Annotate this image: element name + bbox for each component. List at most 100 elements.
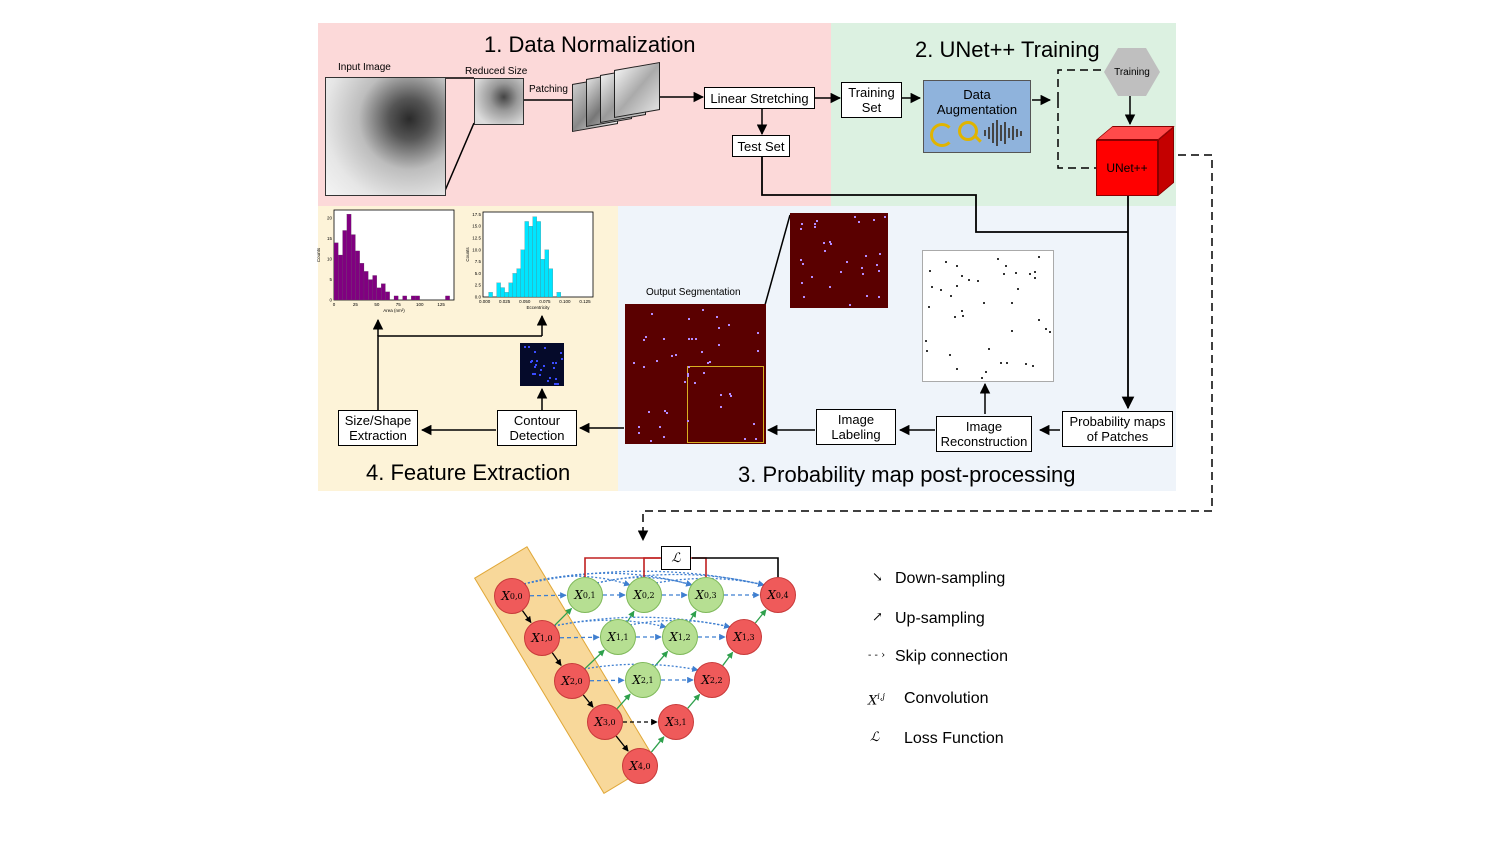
- deep-supervision-line: [692, 557, 779, 577]
- output-segmentation-image: [625, 304, 766, 444]
- segmentation-zoom-image: [790, 213, 888, 308]
- hist-xtick: 0: [333, 302, 336, 307]
- hist-bar: [402, 295, 407, 301]
- texture-dot: [988, 348, 991, 351]
- texture-dot: [650, 440, 653, 443]
- hist-ytick: 5: [329, 277, 332, 282]
- texture-dot: [956, 284, 959, 287]
- reconstructed-image: [922, 250, 1054, 382]
- unet-edge: [754, 609, 767, 624]
- texture-dot: [642, 339, 645, 342]
- texture-dot: [720, 406, 723, 409]
- texture-dot: [539, 369, 542, 372]
- image-reconstruction-box: Image Reconstruction: [936, 416, 1032, 452]
- texture-dot: [814, 223, 817, 226]
- image-labeling-box: Image Labeling: [816, 409, 896, 445]
- data-augmentation-label: Data Augmentation: [936, 87, 1018, 117]
- hist-xtick: 0.025: [499, 299, 511, 304]
- hist-ytick: 15.0: [472, 224, 481, 229]
- texture-dot: [1038, 319, 1041, 322]
- texture-dot: [687, 374, 690, 377]
- texture-dot: [997, 258, 1000, 261]
- loss-function-icon: ℒ: [870, 730, 880, 745]
- texture-dot: [925, 350, 928, 353]
- texture-dot: [1032, 365, 1035, 368]
- texture-dot: [823, 242, 826, 245]
- unet-edge: [616, 693, 631, 710]
- texture-dot: [940, 289, 943, 292]
- texture-dot: [956, 368, 959, 371]
- texture-dot: [1048, 330, 1051, 333]
- deep-supervision-line: [584, 557, 660, 577]
- input-image-label: Input Image: [338, 62, 391, 73]
- texture-dot: [533, 366, 536, 369]
- hist-bar: [445, 295, 450, 301]
- zoom-icon: [958, 121, 978, 141]
- texture-dot: [730, 394, 733, 397]
- unet-cube-label: UNet++: [1106, 161, 1148, 175]
- texture-dot: [948, 354, 951, 357]
- hist-ytick: 0: [329, 298, 332, 303]
- texture-dot: [815, 219, 818, 222]
- hist-xtick: 25: [353, 302, 359, 307]
- rotate-icon: [930, 123, 954, 147]
- texture-dot: [950, 295, 953, 298]
- hist-bar: [385, 291, 390, 301]
- unet-edge: [554, 607, 573, 626]
- texture-dot: [743, 437, 746, 440]
- hist-ytick: 17.5: [472, 212, 481, 217]
- texture-dot: [839, 271, 842, 274]
- probability-maps-box: Probability maps of Patches: [1062, 411, 1173, 447]
- hist-xtick: 0.100: [559, 299, 571, 304]
- texture-dot: [956, 264, 959, 267]
- texture-dot: [976, 279, 979, 282]
- unet-edge: [584, 649, 605, 670]
- texture-dot: [803, 295, 806, 298]
- texture-dot: [559, 351, 562, 354]
- texture-dot: [985, 370, 988, 373]
- unet-edge: [687, 693, 701, 709]
- texture-dot: [954, 315, 956, 318]
- patching-label: Patching: [529, 84, 568, 95]
- hist-ytick: 20: [327, 216, 333, 221]
- up-sampling-icon: ↗: [872, 610, 883, 625]
- unet-dense-skip: [553, 616, 731, 629]
- texture-dot: [931, 285, 934, 288]
- texture-dot: [829, 241, 832, 244]
- legend-skip-connection: Skip connection: [895, 648, 1008, 665]
- texture-dot: [650, 312, 653, 315]
- texture-dot: [718, 327, 721, 330]
- texture-dot: [1024, 362, 1027, 365]
- texture-dot: [702, 309, 705, 312]
- texture-dot: [800, 228, 803, 231]
- hist-ytick: 2.5: [475, 283, 482, 288]
- texture-dot: [542, 365, 545, 368]
- texture-dot: [1038, 256, 1041, 259]
- texture-dot: [925, 339, 928, 342]
- texture-dot: [543, 346, 546, 349]
- hist-ytick: 7.5: [475, 259, 482, 264]
- hist-xlabel: Eccentricity: [526, 305, 550, 310]
- texture-dot: [823, 250, 826, 253]
- texture-dot: [860, 267, 863, 270]
- texture-dot: [1002, 273, 1005, 276]
- hist-xtick: 75: [396, 302, 402, 307]
- texture-dot: [1000, 361, 1003, 364]
- texture-dot: [1010, 330, 1013, 333]
- texture-dot: [982, 301, 985, 304]
- texture-dot: [853, 215, 856, 218]
- training-hexagon: Training: [1104, 48, 1160, 96]
- texture-dot: [861, 273, 864, 276]
- unet-edge: [559, 634, 600, 641]
- texture-dot: [1033, 271, 1036, 274]
- deep-supervision-line: [643, 557, 660, 577]
- texture-dot: [691, 338, 694, 341]
- unet-edge: [615, 735, 629, 752]
- hist-xtick: 100: [416, 302, 424, 307]
- hist-xtick: 0.075: [539, 299, 551, 304]
- texture-dot: [645, 336, 648, 339]
